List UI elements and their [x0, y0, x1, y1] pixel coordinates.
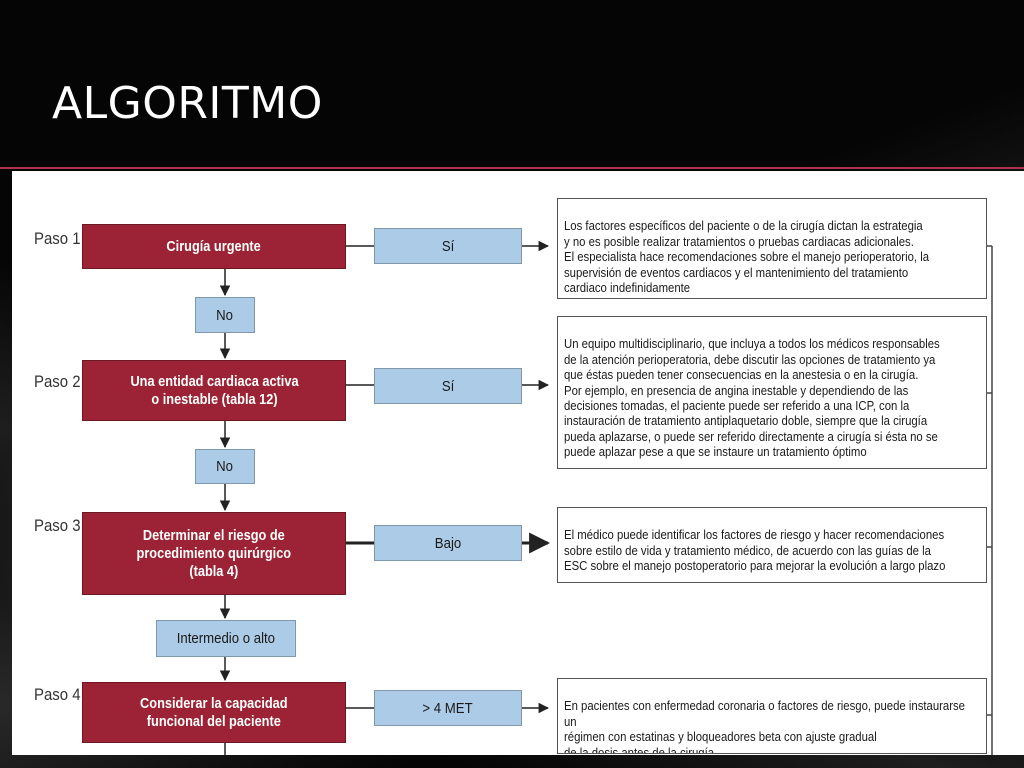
step-label-1: Paso 1: [34, 229, 81, 248]
decision-box-low: Bajo: [374, 525, 522, 561]
step-label-4: Paso 4: [34, 685, 81, 704]
title-divider-line: [0, 167, 1024, 169]
transition-box-no-2: No: [195, 449, 255, 484]
diagram-connectors: [219, 240, 993, 755]
transition-box-intermediate-high: Intermedio o alto: [156, 620, 296, 657]
decision-box-over-4-met: > 4 MET: [374, 690, 522, 726]
decision-box-yes-1: Sí: [374, 228, 522, 264]
transition-box-no-1: No: [195, 297, 255, 333]
step-box-surgical-risk: Determinar el riesgo de procedimiento qu…: [82, 512, 346, 595]
outcome-text-box-1: Los factores específicos del paciente o …: [557, 198, 987, 299]
step-box-urgent-surgery: Cirugía urgente: [82, 224, 346, 269]
outcome-text-box-3: El médico puede identificar los factores…: [557, 507, 987, 583]
step-label-3: Paso 3: [34, 516, 81, 535]
outcome-text-box-2: Un equipo multidisciplinario, que incluy…: [557, 316, 987, 469]
decision-box-yes-2: Sí: [374, 368, 522, 404]
outcome-text-box-4: En pacientes con enfermedad coronaria o …: [557, 678, 987, 754]
step-label-2: Paso 2: [34, 372, 81, 391]
slide-title: ALGORITMO: [52, 78, 323, 129]
algorithm-diagram: Paso 1 Paso 2 Paso 3 Paso 4 Cirugía urge…: [12, 171, 1024, 755]
step-box-active-cardiac-condition: Una entidad cardiaca activa o inestable …: [82, 360, 346, 421]
step-box-functional-capacity: Considerar la capacidad funcional del pa…: [82, 682, 346, 743]
